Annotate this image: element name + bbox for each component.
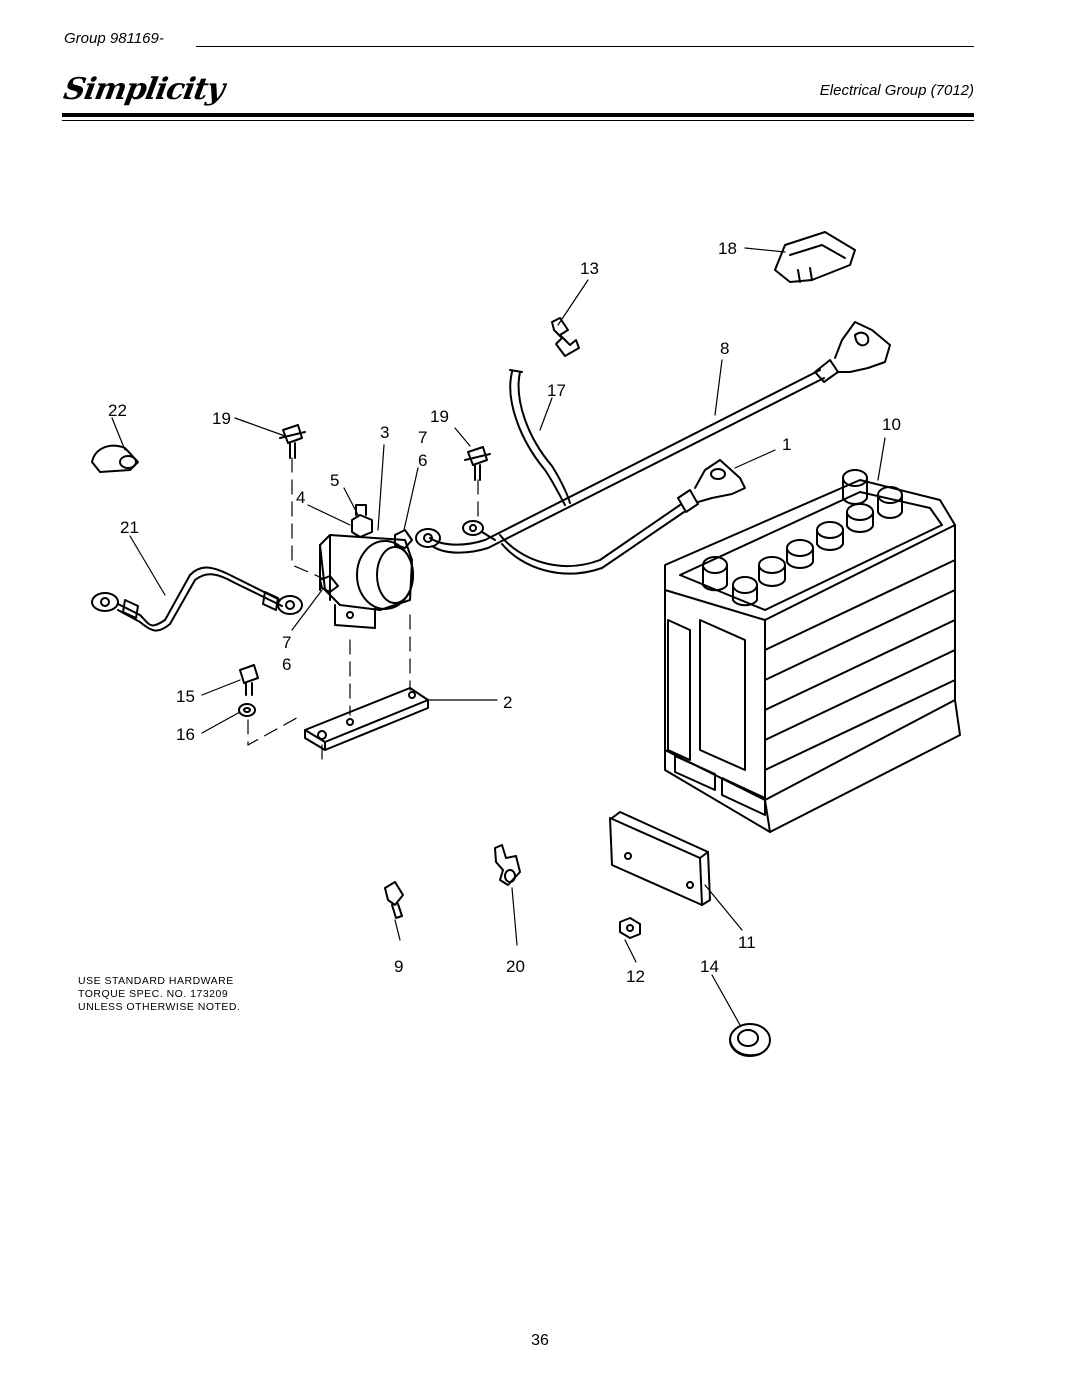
section-title: Electrical Group (7012): [819, 82, 974, 99]
callout-7b: 7: [282, 633, 291, 652]
part-tie-strap-17: [509, 369, 571, 506]
callout-9: 9: [394, 957, 403, 976]
callout-3: 3: [380, 423, 389, 442]
callout-2: 2: [503, 693, 512, 712]
callout-5: 5: [330, 471, 339, 490]
part-nut-12: [619, 917, 641, 939]
part-bracket-2: [304, 687, 429, 751]
part-battery-10: [664, 469, 961, 833]
header-rule: [196, 46, 974, 47]
callout-19a: 19: [212, 409, 231, 428]
callout-18: 18: [718, 239, 737, 258]
callout-8: 8: [720, 339, 729, 358]
part-bolt-15: [239, 664, 259, 696]
part-screw-19b: [464, 446, 491, 481]
callout-6b: 6: [282, 655, 291, 674]
part-clip-20: [494, 844, 521, 886]
callout-4: 4: [296, 488, 305, 507]
callout-7a: 7: [418, 428, 427, 447]
leader-lines: [111, 247, 886, 1026]
callout-14: 14: [700, 957, 719, 976]
callout-16: 16: [176, 725, 195, 744]
part-negative-cable-1: [462, 459, 746, 575]
note-line-2: TORQUE SPEC. NO. 173209: [78, 988, 229, 1000]
note-line-1: USE STANDARD HARDWARE: [78, 975, 234, 987]
callout-20: 20: [506, 957, 525, 976]
note-line-3: UNLESS OTHERWISE NOTED.: [78, 1001, 241, 1013]
part-screw-19a: [279, 424, 306, 459]
callout-22: 22: [108, 401, 127, 420]
callout-19b: 19: [430, 407, 449, 426]
callout-15: 15: [176, 687, 195, 706]
hardware-note: USE STANDARD HARDWARE TORQUE SPEC. NO. 1…: [78, 975, 240, 1014]
part-clip-9: [384, 881, 404, 919]
callout-21: 21: [120, 518, 139, 537]
part-washer-16: [238, 703, 256, 717]
callout-6a: 6: [418, 451, 427, 470]
callout-11: 11: [738, 933, 756, 952]
group-number: 981169-: [109, 30, 164, 47]
callout-17: 17: [547, 381, 566, 400]
part-terminal-cover-18: [774, 231, 856, 283]
part-terminal-boot-22: [91, 444, 139, 473]
part-positive-cable-8: [415, 321, 891, 554]
callout-10: 10: [882, 415, 901, 434]
group-prefix: Group: [64, 30, 106, 47]
part-hold-down-11: [609, 811, 711, 906]
callout-13: 13: [580, 259, 599, 278]
group-label: Group 981169-: [64, 30, 164, 47]
page-number: 36: [531, 1332, 549, 1349]
part-ground-cable-21: [91, 566, 303, 632]
part-clip-13: [551, 317, 580, 357]
callout-1: 1: [782, 435, 791, 454]
header-divider-thin: [62, 120, 974, 121]
part-grommet-14: [729, 1023, 771, 1057]
part-solenoid-3: [319, 504, 414, 629]
alignment-lines: [247, 457, 479, 766]
header-divider-thick: [62, 113, 974, 117]
callout-12: 12: [626, 967, 645, 986]
